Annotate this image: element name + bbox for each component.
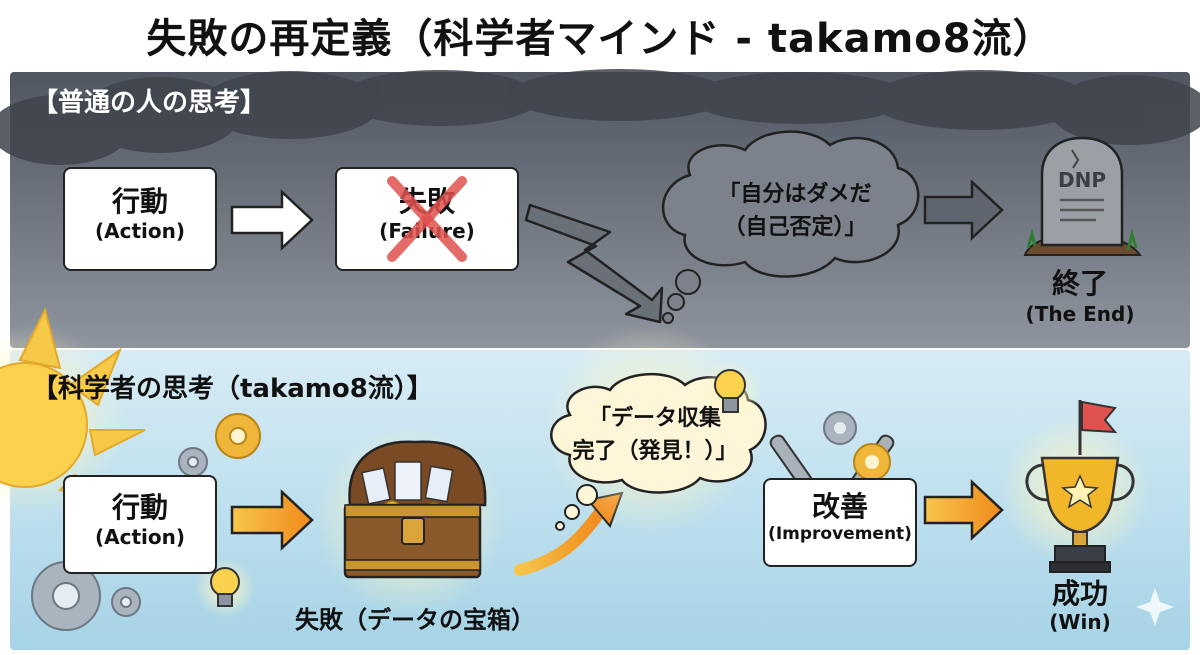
discovery-thought-text: 「データ収集 完了（発見！）」 — [565, 402, 745, 468]
action-box: 行動 (Action) — [63, 475, 217, 574]
gear-icon — [823, 411, 891, 481]
gear-icon — [178, 447, 208, 477]
lightbulb-icon — [698, 360, 762, 424]
improvement-box: 改善 (Improvement) — [763, 478, 917, 567]
win-label: 成功 — [1051, 577, 1108, 610]
failure-box: 失敗 (Failure) — [335, 167, 519, 271]
zigzag-arrow-icon — [524, 203, 664, 324]
action-label: 行動 — [111, 185, 168, 218]
end-label: 終了 — [1051, 267, 1108, 300]
thought-bubble-icon — [661, 130, 920, 324]
improvement-label: 改善 — [811, 490, 868, 523]
tombstone-icon — [1023, 136, 1142, 256]
normal-thinking-label: 【普通の人の思考】 — [32, 88, 267, 118]
page-title: 失敗の再定義（科学者マインド - takamo8流） — [146, 16, 1054, 62]
scientist-thinking-label: 【科学者の思考（takamo8流）】 — [32, 374, 433, 404]
tombstone-text: DNP — [1058, 168, 1106, 192]
win-sublabel: (Win) — [1049, 610, 1111, 634]
improvement-sublabel: (Improvement) — [768, 523, 912, 544]
negative-thought-line1: 「自分はダメだ — [718, 182, 872, 207]
treasure-chest-icon — [315, 425, 505, 615]
treasure-chest-label: 失敗（データの宝箱） — [295, 606, 535, 634]
action-sublabel: (Action) — [94, 218, 185, 243]
gear-icon — [215, 413, 261, 459]
arrow-right-icon — [923, 479, 1004, 541]
action-label: 行動 — [111, 491, 168, 524]
arrow-right-icon — [230, 189, 314, 251]
negative-thought-line2: （自己否定）」 — [723, 215, 867, 240]
arrow-right-icon — [230, 489, 314, 551]
gear-icon — [111, 587, 141, 617]
sparkle-icon — [1136, 588, 1174, 626]
action-box: 行動 (Action) — [63, 167, 217, 271]
arrow-right-icon — [923, 179, 1004, 241]
storm-clouds-icon — [0, 69, 1200, 165]
trophy-icon — [1000, 400, 1150, 573]
negative-thought-text: 「自分はダメだ （自己否定）」 — [690, 178, 900, 244]
red-cross-icon — [387, 176, 467, 262]
end-sublabel: (The End) — [1025, 302, 1135, 326]
discovery-thought-line1: 「データ収集 — [588, 406, 721, 431]
discovery-thought-line2: 完了（発見！）」 — [572, 439, 738, 464]
action-sublabel: (Action) — [94, 524, 185, 549]
